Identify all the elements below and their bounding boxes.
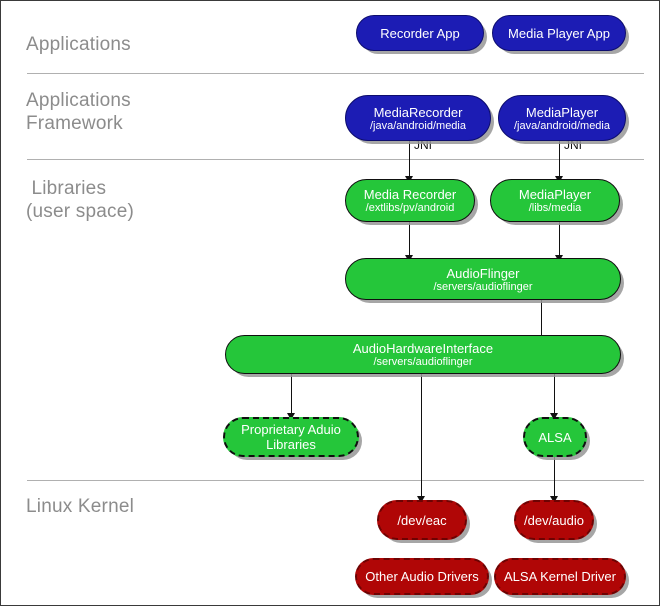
divider-libraries [27, 480, 644, 481]
node-dev-eac-title: /dev/eac [397, 512, 447, 528]
node-media-player-framework-path: /java/android/media [513, 119, 610, 132]
node-dev-audio[interactable]: /dev/audio [514, 500, 594, 540]
connector-audioflinger-to-audiohardwareinterface [541, 300, 542, 338]
node-audio-hardware-interface-path: /servers/audioflinger [373, 356, 473, 368]
band-label-applications: Applications [26, 34, 131, 55]
node-media-recorder-framework-path: /java/android/media [369, 119, 466, 132]
band-label-applications-framework: Applications Framework [26, 90, 131, 134]
node-media-recorder-lib-title: Media Recorder [363, 187, 457, 202]
node-audio-hardware-interface-title: AudioHardwareInterface [352, 341, 494, 356]
node-alsa-kernel-driver-title: ALSA Kernel Driver [504, 569, 616, 584]
connector-audiohardwareinterface-to-proprietary [291, 374, 292, 416]
band-label-libraries: Libraries (user space) [26, 178, 134, 222]
connector-audiohardwareinterface-to-alsa [554, 374, 555, 416]
connector-media-player-lib-to-audioflinger [559, 222, 560, 258]
node-other-audio-drivers[interactable]: Other Audio Drivers [355, 558, 489, 595]
node-media-recorder-framework-title: MediaRecorder [373, 104, 463, 120]
divider-applications-framework [27, 159, 644, 160]
node-recorder-app-title: Recorder App [380, 25, 460, 41]
node-media-player-lib-title: MediaPlayer [518, 187, 592, 202]
band-label-linux-kernel: Linux Kernel [26, 496, 135, 517]
connector-media-player-framework-to-lib [559, 141, 560, 179]
node-audio-hardware-interface[interactable]: AudioHardwareInterface /servers/audiofli… [225, 335, 621, 374]
node-media-player-framework-title: MediaPlayer [525, 104, 599, 120]
connector-alsa-to-dev-audio [554, 457, 555, 499]
node-recorder-app[interactable]: Recorder App [356, 15, 484, 51]
node-proprietary-audio-libs-title: Proprietary Aduio [241, 422, 341, 437]
node-media-recorder-lib-path: /extlibs/pv/android [365, 202, 455, 214]
connector-media-recorder-framework-to-lib [409, 141, 410, 179]
divider-applications [27, 73, 644, 74]
node-media-player-app-title: Media Player App [508, 25, 610, 41]
node-audio-flinger[interactable]: AudioFlinger /servers/audioflinger [345, 258, 621, 300]
node-media-player-lib-path: /libs/media [528, 202, 582, 214]
node-audio-flinger-title: AudioFlinger [446, 265, 520, 281]
edge-label-jni-right: JNI [564, 138, 582, 152]
node-alsa-title: ALSA [538, 429, 572, 445]
node-media-player-lib[interactable]: MediaPlayer /libs/media [490, 179, 620, 222]
connector-media-recorder-lib-to-audioflinger [409, 222, 410, 258]
node-alsa-kernel-driver[interactable]: ALSA Kernel Driver [494, 558, 626, 595]
node-audio-flinger-path: /servers/audioflinger [433, 280, 533, 293]
edge-label-jni-left: JNI [414, 138, 432, 152]
node-proprietary-audio-libs-subtitle: Libraries [266, 437, 316, 452]
node-media-player-app[interactable]: Media Player App [492, 15, 626, 51]
node-media-recorder-framework[interactable]: MediaRecorder /java/android/media [345, 95, 491, 141]
node-other-audio-drivers-title: Other Audio Drivers [365, 569, 479, 584]
node-alsa[interactable]: ALSA [523, 417, 587, 457]
node-media-recorder-lib[interactable]: Media Recorder /extlibs/pv/android [345, 179, 475, 222]
node-proprietary-audio-libs[interactable]: Proprietary Aduio Libraries [223, 417, 359, 457]
connector-audiohardwareinterface-to-dev-eac [421, 374, 422, 499]
node-dev-audio-title: /dev/audio [524, 512, 584, 528]
node-media-player-framework[interactable]: MediaPlayer /java/android/media [498, 95, 626, 141]
node-dev-eac[interactable]: /dev/eac [377, 500, 467, 540]
